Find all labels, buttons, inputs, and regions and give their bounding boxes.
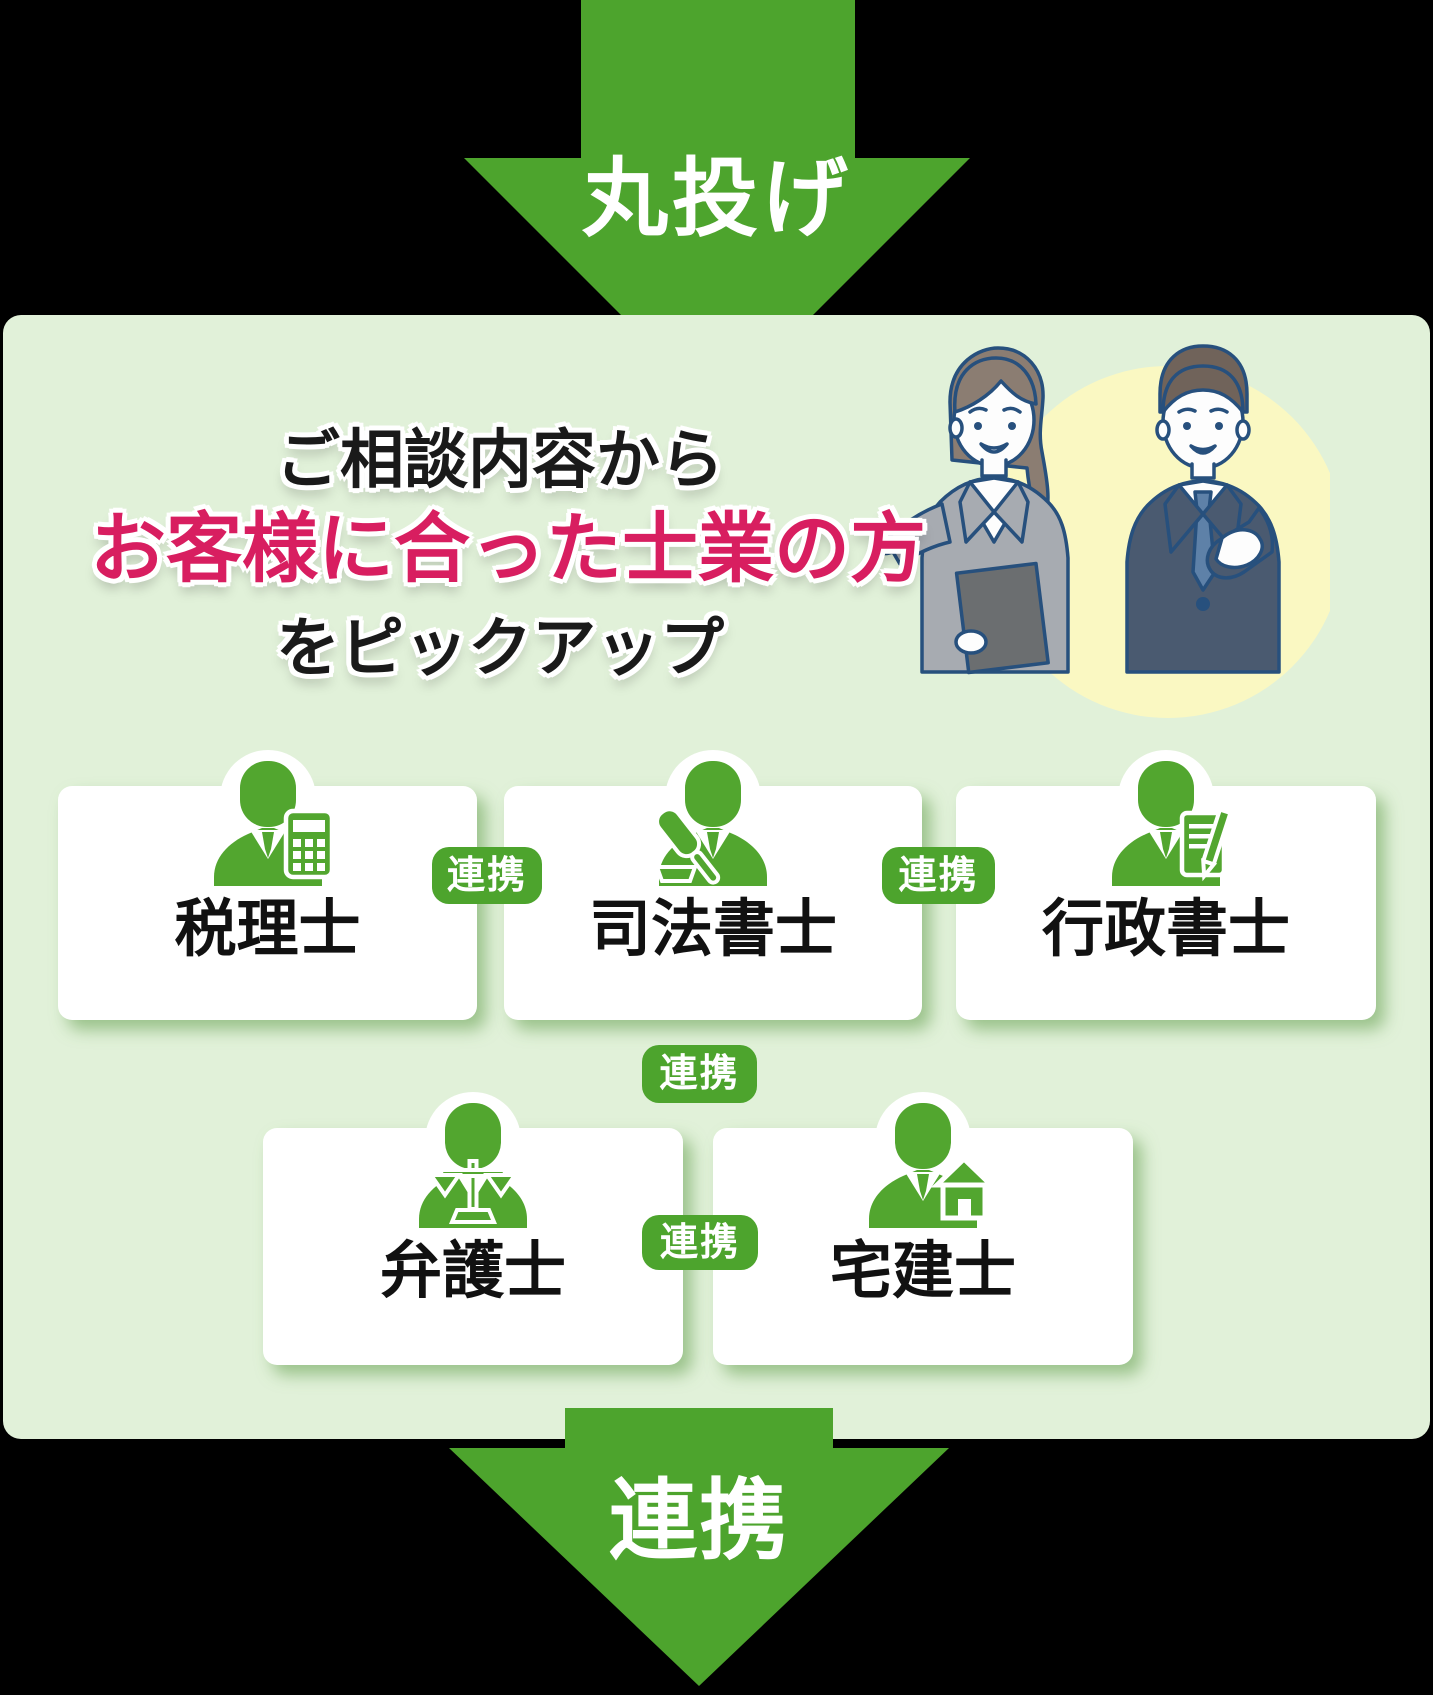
male-consultant-illustration bbox=[1125, 344, 1281, 674]
heading-line3: をピックアップ bbox=[276, 612, 724, 684]
judicial-scrivener-gavel-icon bbox=[654, 761, 767, 886]
profession-label: 税理士 bbox=[174, 895, 361, 964]
heading-line1: ご相談内容から bbox=[276, 424, 724, 496]
profession-label: 行政書士 bbox=[1041, 895, 1290, 964]
tax-accountant-calculator-icon bbox=[214, 761, 335, 886]
top-down-arrow bbox=[464, 0, 970, 411]
down-arrow-shape bbox=[449, 1408, 949, 1686]
consultants-illustration bbox=[870, 344, 1330, 718]
down-arrow-shape bbox=[464, 0, 970, 411]
link-badge: 連携 bbox=[432, 847, 542, 904]
heading-line2-highlight: お客様に合った士業の方 bbox=[90, 507, 926, 592]
link-badge: 連携 bbox=[642, 1215, 758, 1270]
profession-label: 弁護士 bbox=[379, 1237, 566, 1306]
top-arrow-label: 丸投げ bbox=[582, 151, 852, 247]
heading-block: ご相談内容から お客様に合った士業の方 をピックアップ bbox=[90, 424, 926, 684]
link-badge: 連携 bbox=[642, 1045, 757, 1103]
link-badge-label: 連携 bbox=[659, 1053, 740, 1095]
link-badge-label: 連携 bbox=[898, 854, 979, 897]
bottom-arrow-label: 連携 bbox=[608, 1471, 789, 1570]
bottom-down-arrow bbox=[449, 1408, 949, 1686]
profession-label: 宅建士 bbox=[829, 1237, 1016, 1306]
realtor-house-icon bbox=[869, 1103, 993, 1228]
lawyer-scales-icon bbox=[419, 1103, 527, 1228]
female-consultant-illustration bbox=[870, 346, 1070, 675]
profession-label: 司法書士 bbox=[588, 895, 837, 964]
link-badge: 連携 bbox=[882, 847, 995, 904]
administrative-scrivener-document-icon bbox=[1112, 761, 1232, 886]
link-badge-label: 連携 bbox=[446, 854, 527, 897]
link-badge-label: 連携 bbox=[659, 1221, 740, 1264]
